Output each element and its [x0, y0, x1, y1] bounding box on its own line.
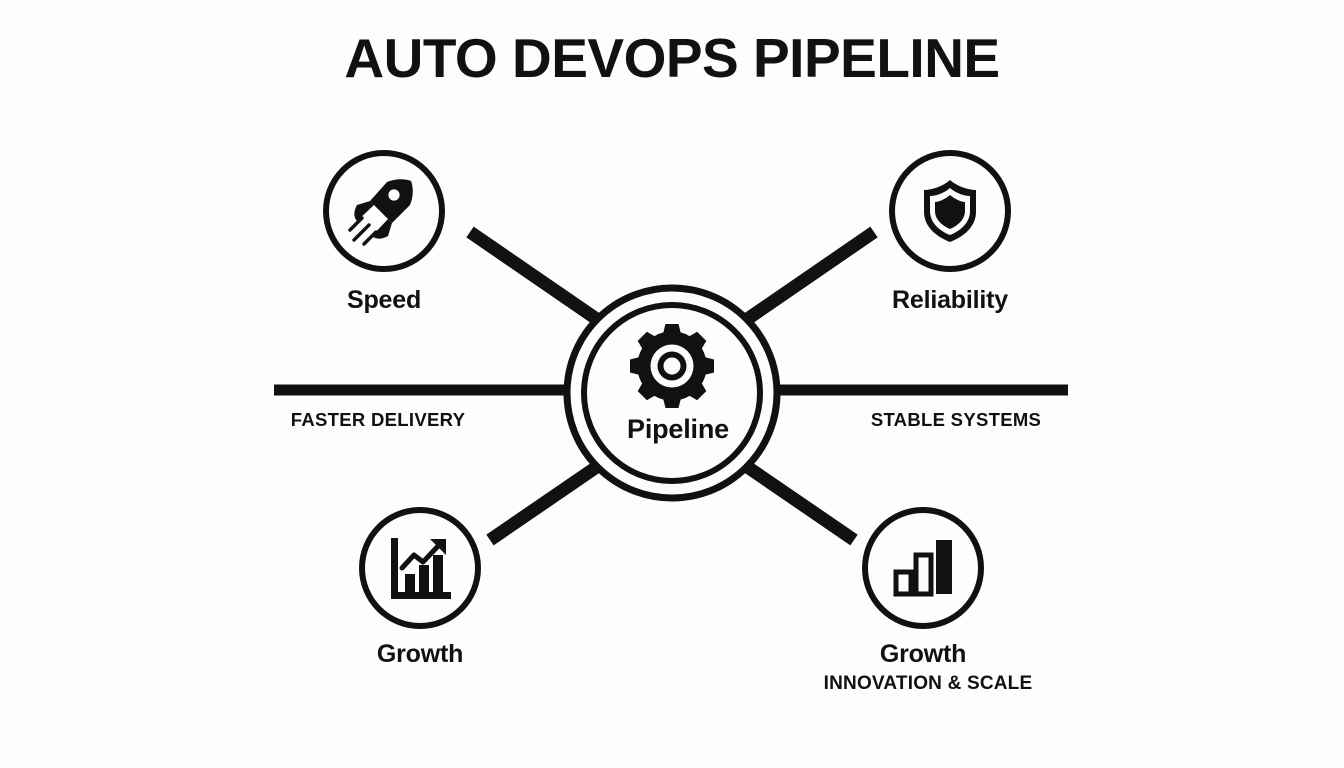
growth-chart-icon [391, 538, 451, 599]
node-label-reliability: Reliability [892, 286, 1008, 314]
gear-icon [630, 324, 714, 408]
spoke-top-left [466, 226, 602, 326]
spoke-bottom-left [486, 460, 602, 546]
spoke-top-right [742, 226, 878, 326]
node-label-growth-left: Growth [376, 640, 464, 668]
bar-chart-icon [893, 540, 952, 597]
axis-caption-right: STABLE SYSTEMS [870, 409, 1042, 430]
center-hub[interactable] [563, 284, 781, 502]
center-hub-label: Pipeline [627, 414, 729, 444]
node-speed[interactable] [323, 150, 445, 272]
node-label-growth-right: Growth [879, 640, 967, 668]
node-reliability[interactable] [889, 150, 1011, 272]
node-label-speed: Speed [346, 286, 422, 314]
node-growth-left[interactable] [359, 507, 481, 629]
connector-group [274, 226, 1068, 546]
rocket-icon [348, 179, 413, 246]
node-growth-right[interactable] [862, 507, 984, 629]
page-title: AUTO DEVOPS PIPELINE [344, 27, 1000, 89]
shield-icon [924, 180, 976, 242]
node-sublabel-growth-right: INNOVATION & SCALE [823, 673, 1033, 694]
spoke-bottom-right [742, 460, 858, 546]
axis-caption-left: FASTER DELIVERY [290, 409, 466, 430]
